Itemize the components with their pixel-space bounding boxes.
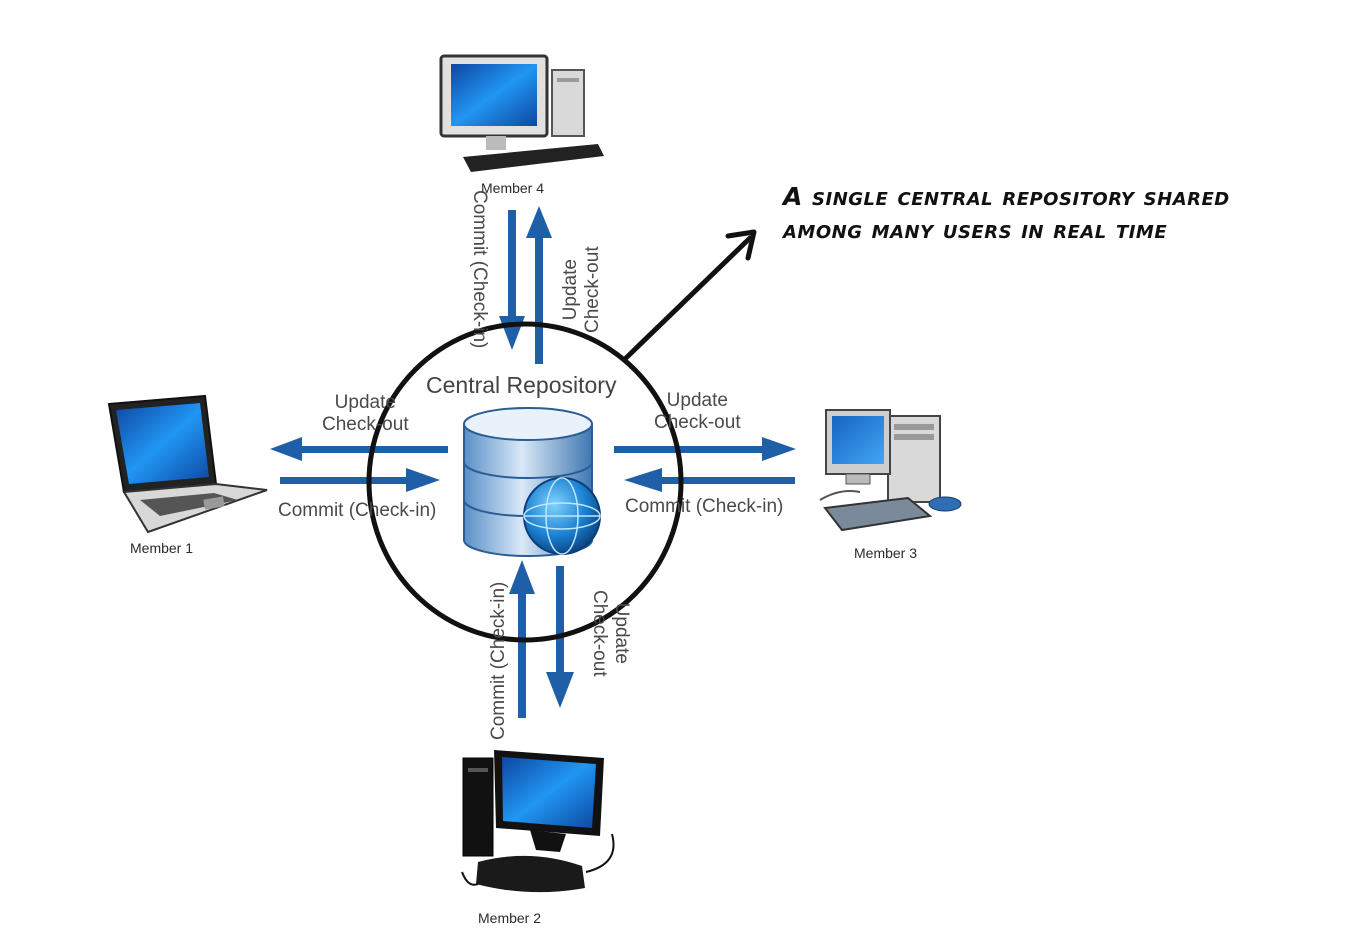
right-commit-label: Commit (Check-in) xyxy=(625,496,784,517)
arrow-left-commit xyxy=(280,468,440,492)
arrow-bottom-commit xyxy=(509,560,535,718)
callout-line-1: A single central repository shared xyxy=(783,182,1230,211)
highlight-circle xyxy=(366,321,684,643)
right-checkout-text: Check-out xyxy=(654,411,741,433)
bottom-commit-label: Commit (Check-in) xyxy=(488,581,509,740)
left-checkout-text: Check-out xyxy=(322,413,409,435)
callout-text: A single central repository shared among… xyxy=(783,180,1230,246)
right-update-label: Update Check-out xyxy=(654,390,741,434)
arrow-left-update xyxy=(270,437,448,461)
member-1-laptop-icon xyxy=(107,394,268,534)
member-4-computer-icon xyxy=(439,54,604,172)
arrow-top-commit xyxy=(499,210,525,350)
central-repository-label: Central Repository xyxy=(426,372,617,398)
left-commit-label: Commit (Check-in) xyxy=(278,500,437,521)
bottom-checkout-text: Check-out xyxy=(589,590,611,677)
member-2-desktop-icon xyxy=(461,750,615,893)
top-update-label: Update Check-out xyxy=(560,246,604,333)
bottom-update-text: Update xyxy=(611,602,632,664)
globe-icon xyxy=(523,477,601,555)
arrow-top-update xyxy=(526,206,552,364)
member-3-label: Member 3 xyxy=(854,545,918,561)
arrow-right-commit xyxy=(624,468,795,492)
right-update-text: Update xyxy=(666,390,728,411)
member-2-label: Member 2 xyxy=(478,910,542,926)
top-checkout-text: Check-out xyxy=(581,246,603,333)
arrow-right-update xyxy=(614,437,796,461)
top-update-text: Update xyxy=(560,259,581,321)
arrow-bottom-update xyxy=(546,566,574,708)
callout-line-2: among many users in real time xyxy=(783,215,1168,244)
member-4-label: Member 4 xyxy=(481,180,545,196)
flow-arrows xyxy=(270,206,796,718)
bottom-update-label: Update Check-out xyxy=(588,590,632,677)
member-1-label: Member 1 xyxy=(130,540,194,556)
top-commit-label: Commit (Check-in) xyxy=(469,190,490,349)
member-3-desktop-icon xyxy=(819,409,962,532)
callout-arrow xyxy=(623,229,757,361)
left-update-label: Update Check-out xyxy=(322,392,409,436)
left-update-text: Update xyxy=(334,392,396,413)
